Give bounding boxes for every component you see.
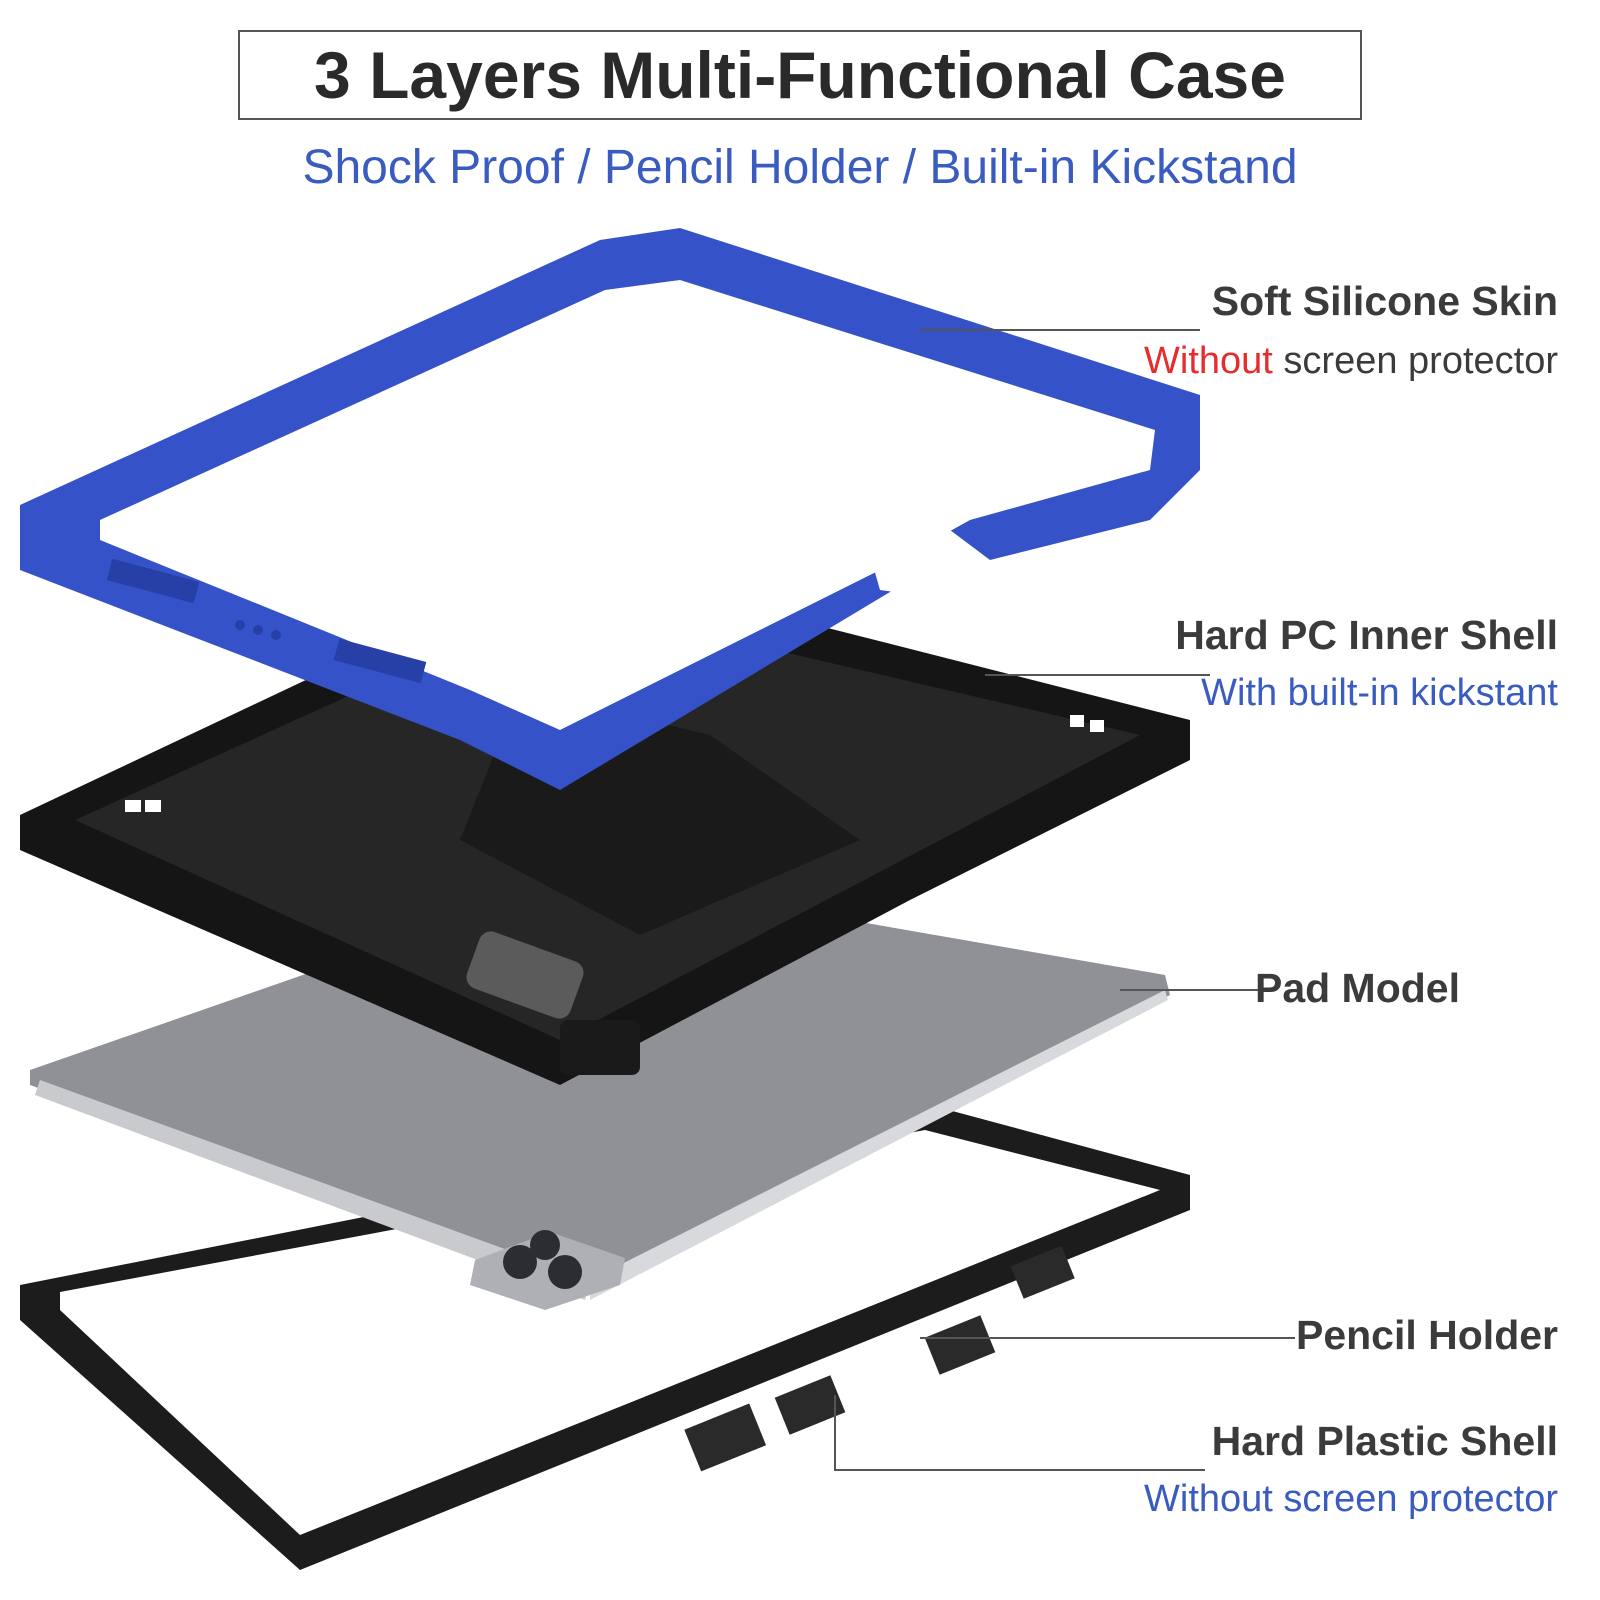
plastic-shell-label: Hard Plastic Shell	[1211, 1418, 1558, 1464]
page-subtitle: Shock Proof / Pencil Holder / Built-in K…	[302, 141, 1298, 194]
pencil-holder-label: Pencil Holder	[1295, 1312, 1558, 1358]
silicone-skin-note: Without screen protector	[1144, 340, 1558, 383]
plastic-shell-note: Without screen protector	[1144, 1478, 1558, 1520]
title-box: 3 Layers Multi-Functional Case	[238, 30, 1362, 120]
leader-lines	[834, 329, 1295, 1471]
without-highlight: Without	[1144, 340, 1273, 382]
page-title: 3 Layers Multi-Functional Case	[314, 38, 1286, 112]
silicone-note-rest: screen protector	[1272, 340, 1558, 382]
silicone-skin-label: Soft Silicone Skin	[1211, 278, 1558, 324]
pad-model-label: Pad Model	[1254, 965, 1460, 1011]
hard-plastic-shell-frame	[20, 1105, 1190, 1570]
pad-model	[30, 875, 1170, 1310]
pc-shell-label: Hard PC Inner Shell	[1175, 612, 1558, 658]
pc-shell-note: With built-in kickstant	[1201, 672, 1558, 714]
soft-silicone-skin	[20, 228, 1200, 790]
